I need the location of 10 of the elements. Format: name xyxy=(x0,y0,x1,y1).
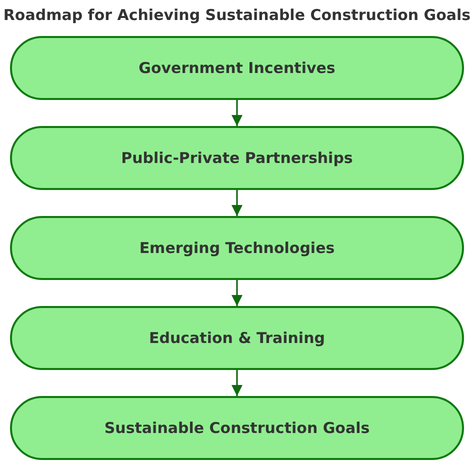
box-label: Education & Training xyxy=(149,329,325,347)
box-label: Emerging Technologies xyxy=(139,239,335,257)
box-label: Public-Private Partnerships xyxy=(121,149,353,167)
arrow xyxy=(231,370,243,396)
arrow xyxy=(231,280,243,306)
box-label: Government Incentives xyxy=(138,59,336,77)
arrow xyxy=(231,190,243,216)
arrow xyxy=(231,100,243,126)
box-label: Sustainable Construction Goals xyxy=(104,419,370,437)
diagram-title: Roadmap for Achieving Sustainable Construction Goals xyxy=(2,6,472,24)
